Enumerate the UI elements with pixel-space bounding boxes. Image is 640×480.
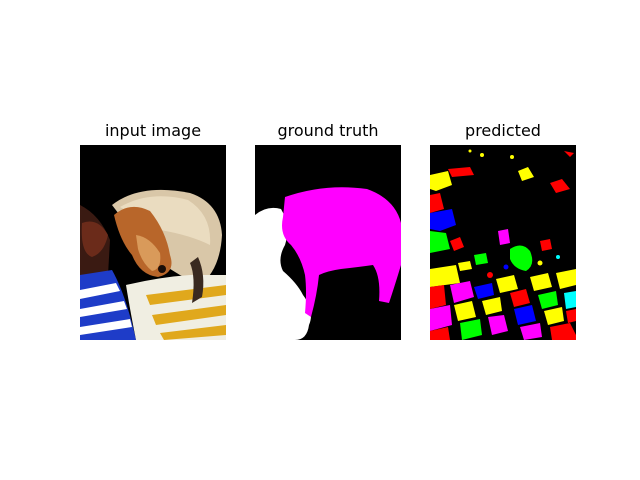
- ground-truth-panel: ground truth: [255, 120, 401, 340]
- input-image: [80, 145, 226, 340]
- ground-truth-mask: [255, 145, 401, 340]
- input-image-title: input image: [104, 121, 202, 140]
- input-image-panel: input image: [80, 120, 226, 340]
- ground-truth-title: ground truth: [277, 121, 379, 140]
- predicted-title: predicted: [465, 121, 541, 140]
- predicted-mask: [430, 145, 576, 340]
- predicted-panel: predicted: [430, 120, 576, 340]
